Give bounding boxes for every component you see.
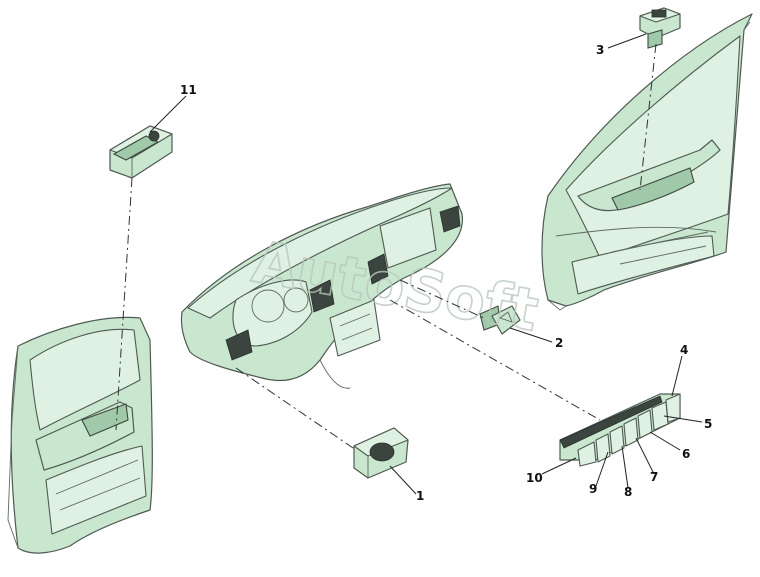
switch-1: [353, 427, 409, 479]
switch-block: [559, 393, 681, 467]
callout-10: 10: [526, 471, 543, 485]
callout-labels: 1 2 3 4 5 6 7 8 9 10 11: [180, 43, 712, 503]
dashboard: [180, 183, 463, 389]
callout-11: 11: [180, 83, 197, 97]
left-front-door: [7, 316, 153, 554]
callout-2: 2: [555, 336, 563, 350]
callout-8: 8: [624, 485, 632, 499]
right-front-door: [541, 13, 753, 311]
leader-lines: [149, 33, 703, 495]
switch-11: [109, 125, 173, 179]
callout-9: 9: [589, 482, 597, 496]
assembly-lines: [115, 43, 657, 451]
callout-4: 4: [680, 343, 688, 357]
callout-6: 6: [682, 447, 690, 461]
switch-3: [639, 7, 681, 49]
callout-5: 5: [704, 417, 712, 431]
callout-3: 3: [596, 43, 604, 57]
callout-7: 7: [650, 470, 658, 484]
switch-2: [479, 305, 521, 335]
callout-1: 1: [416, 489, 424, 503]
